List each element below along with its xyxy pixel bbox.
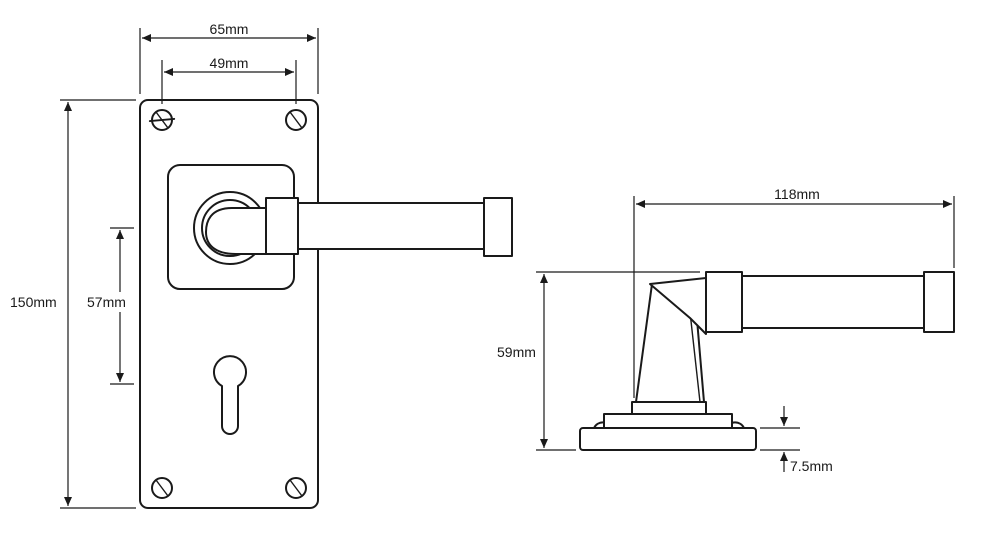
dim-rose-thickness: 7.5mm <box>790 458 833 474</box>
dim-lever-length: 118mm <box>774 186 820 202</box>
dim-lever-to-keyhole: 57mm <box>87 294 126 310</box>
screw-top-right <box>285 109 307 131</box>
side-view <box>579 271 955 451</box>
screw-bottom-left <box>151 477 173 499</box>
front-dimensions: 65mm 49mm 150mm 57mm <box>10 21 319 509</box>
lever-collar <box>265 197 299 255</box>
side-dimensions: 118mm 59mm 7.5mm <box>496 186 955 474</box>
rose-base <box>579 427 757 451</box>
lever-neck <box>205 207 269 255</box>
lever-elbow <box>649 277 707 335</box>
rose-step <box>603 413 733 429</box>
front-view <box>139 99 513 509</box>
lever-end-cap <box>483 197 513 257</box>
dim-projection: 59mm <box>497 344 536 360</box>
dim-plate-height: 150mm <box>10 294 57 310</box>
keyhole <box>213 355 247 435</box>
screw-top-left <box>148 109 176 131</box>
backplate <box>139 99 319 509</box>
side-lever-collar <box>705 271 743 333</box>
dim-screw-spacing: 49mm <box>210 55 249 71</box>
lever-bar <box>297 202 485 250</box>
dim-plate-width: 65mm <box>210 21 249 37</box>
screw-bottom-right <box>285 477 307 499</box>
rose-collar <box>631 401 707 415</box>
side-lever-end-cap <box>923 271 955 333</box>
side-lever-bar <box>741 275 925 329</box>
